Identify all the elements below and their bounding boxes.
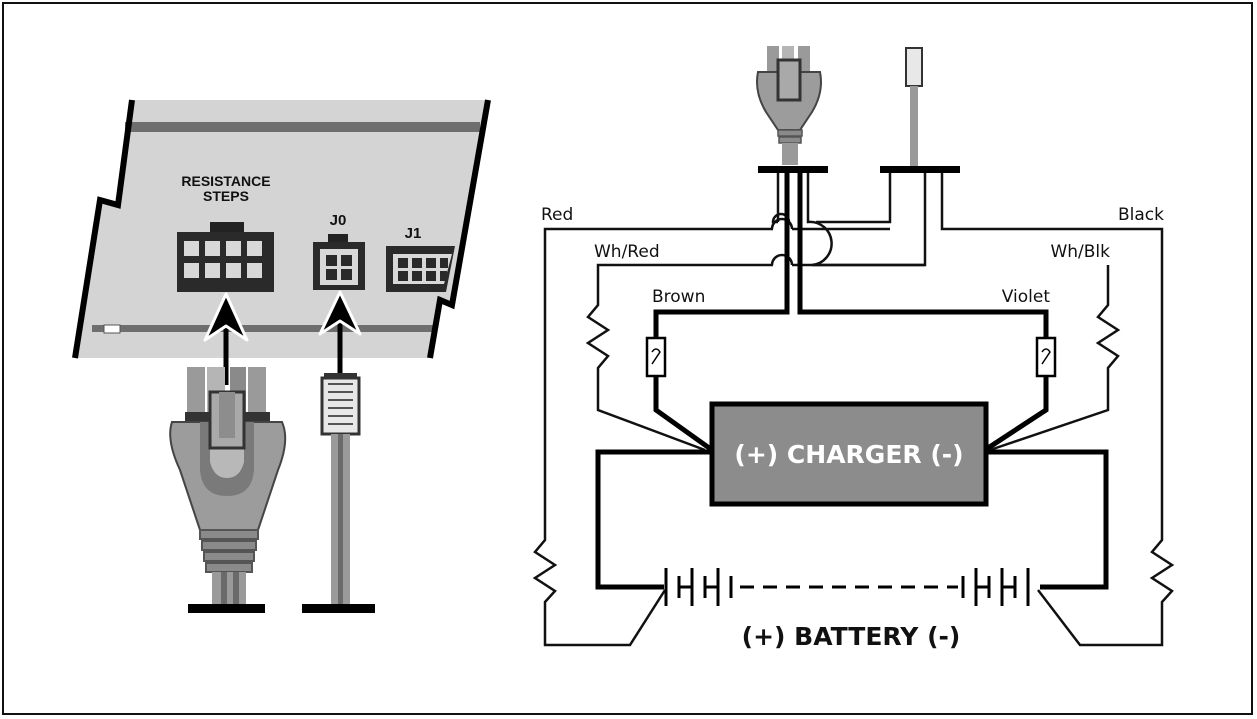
- red-wire: [532, 173, 892, 647]
- wire-label-black: Black: [1118, 205, 1164, 225]
- wh-blk-wire: [989, 265, 1121, 452]
- wire-label-brown: Brown: [652, 287, 705, 307]
- charger-box: [709, 401, 989, 507]
- resistance-steps-label-line1: RESISTANCE: [181, 173, 270, 189]
- battery-label: (+) BATTERY (-): [742, 622, 961, 651]
- charger-battery-loop: [595, 449, 1109, 590]
- battery-cells-left: [664, 568, 733, 606]
- brown-fuse: [645, 336, 667, 378]
- wire-label-wh-red: Wh/Red: [594, 242, 660, 262]
- battery-cells-right: [961, 568, 1030, 606]
- resistance-steps-label-line2: STEPS: [203, 188, 249, 204]
- resistance-steps-socket: [177, 222, 274, 292]
- wire-crossovers: [770, 217, 794, 266]
- j1-label: J1: [405, 225, 422, 242]
- charger-label: (+) CHARGER (-): [734, 440, 963, 469]
- j1-socket: [386, 246, 455, 292]
- violet-fuse: [1035, 336, 1057, 378]
- two-pin-plug: [302, 373, 375, 613]
- multi-pin-plug: [169, 367, 287, 613]
- insertion-arrow-j0: [318, 290, 362, 378]
- insertion-arrow-resistance: [203, 292, 249, 385]
- wire-label-red: Red: [541, 205, 573, 225]
- j0-label: J0: [330, 212, 347, 229]
- schematic-two-pin-plug: [880, 47, 960, 173]
- wire-label-wh-blk: Wh/Blk: [1050, 242, 1110, 262]
- wire-label-violet: Violet: [1002, 287, 1051, 307]
- left-branch-lines: [792, 227, 925, 267]
- controller-panel: [72, 99, 491, 359]
- j0-socket: [313, 234, 365, 290]
- schematic-multi-pin-plug: [756, 46, 828, 173]
- harness-lines: [784, 173, 803, 312]
- black-wire: [940, 173, 1175, 647]
